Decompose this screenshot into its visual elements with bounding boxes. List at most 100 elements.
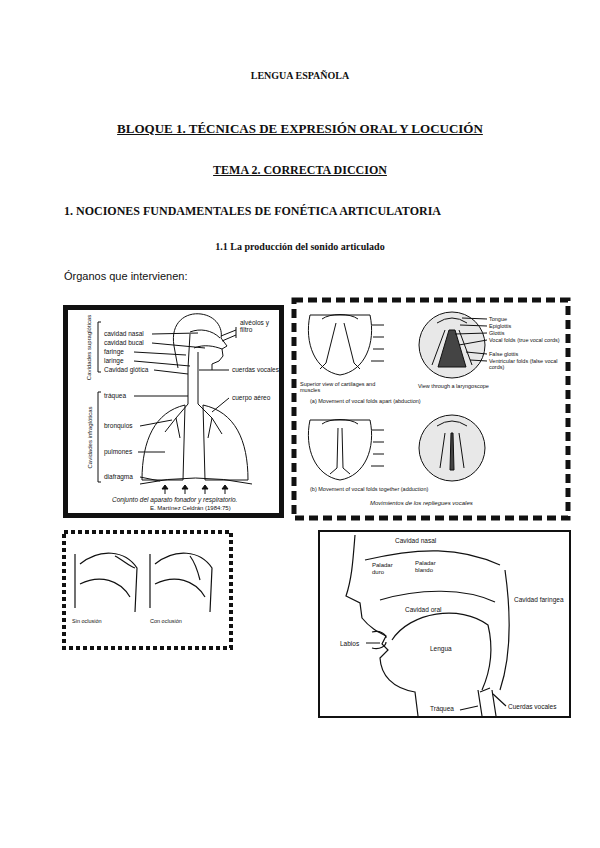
respiratory-figure-part [162,485,228,489]
velum-figure-part [64,532,231,648]
figure-label: False glottis [489,351,563,357]
figure-label: Labios [340,640,359,647]
respiratory-figure-part [190,330,220,338]
velum-figure [64,532,231,648]
vocal-folds-figure-part-part [437,318,467,323]
velum-figure-part-part [155,579,205,597]
vocal-folds-figure-part [308,315,384,376]
velum-figure-part-part [155,553,212,612]
figure-label: Glottis [489,330,563,336]
vocal-folds-figure-part-part [320,323,360,369]
figure-label: Cavidad oral [405,606,442,613]
vocal-folds-figure-part [308,420,384,481]
figure-label: tráquea [104,392,126,399]
vocal-folds-figure-part-part [322,315,358,320]
figure-label: Paladar duro [372,562,400,576]
figure-label: cavidad bucal [104,339,144,346]
figure-caption: View through a laryngoscope [418,383,489,389]
velum-figure-part-part [74,554,75,608]
vocal-tract-figure-part [366,643,506,710]
velum-figure-part-part [149,554,150,608]
figure-label: Ventricular folds (false vocal cords) [489,358,563,371]
vocal-tract-figure [319,531,570,717]
vocal-folds-figure-part [455,318,487,361]
topic-heading: TEMA 2. CORRECTA DICCION [0,164,600,178]
figure-label: Sin oclusión [72,618,112,624]
figure-caption: Movimientos de los repliegues vocales [370,500,473,507]
respiratory-figure-part [98,392,101,482]
body-text: Órganos que intervienen: [64,270,188,283]
vocal-folds-figure-part-part [419,415,485,481]
respiratory-figure-part [142,405,185,480]
figure-label: Epiglottis [489,323,563,329]
vocal-tract-figure-part [478,688,496,716]
heading-text: 1. NOCIONES FUNDAMENTALES DE FONÉTICA AR… [64,205,441,219]
vocal-tract-figure-part [380,591,495,602]
respiratory-figure-part [165,404,222,438]
source-note: E. Martínez Celdrán (1984:75) [150,505,231,512]
figure-label: cuerdas vocales [232,366,279,373]
figure-label: Vocal folds (true vocal cords) [489,337,563,343]
figure-label: Con oclusión [150,618,190,624]
velum-figure-part [150,553,212,612]
vocal-tract-figure-part [372,631,386,648]
respiratory-figure-part [165,488,225,494]
respiratory-figure-part [188,368,198,404]
vocal-folds-figure-part-part [322,420,358,425]
vocal-folds-figure-part [419,312,485,378]
vocal-folds-figure-part-part [432,330,472,365]
figure-caption: (a) Movement of vocal folds apart (abduc… [310,398,421,404]
figure-label: faringe [104,348,124,355]
figure-label: Cavidad glótica [104,366,148,373]
respiratory-figure-part [188,334,198,368]
vocal-folds-figure-part-part [437,421,467,426]
vocal-folds-figure-part-part [438,330,466,367]
figure-label: Cuerdas vocales [508,703,556,710]
figure-caption: Superior view of cartilages and muscles [300,381,382,394]
respiratory-figure-part [134,396,188,481]
page-header: LENGUA ESPAÑOLA [0,70,600,82]
vocal-folds-figure-part-part [450,433,454,470]
respiratory-figure-part [140,478,252,484]
figure-label: Tráquea [430,705,454,712]
vocal-tract-figure-part [392,613,491,690]
figure-label: diafragma [104,473,133,480]
figure-label: bronquios [104,422,133,429]
vocal-folds-figure-part-part [308,420,371,480]
respiratory-figure-part [173,314,227,370]
vocal-tract-figure-part [500,570,509,690]
respiratory-figure-part [199,370,229,412]
figure-caption: Conjunto del aparato fonador y respirato… [112,496,237,503]
velum-figure-part [75,553,137,612]
figure-label: alvéolos y filtro [240,319,280,334]
vocal-folds-figure-part-part [330,428,350,474]
bracket-label: Cavidades infraglóticas [87,406,94,468]
respiratory-figure [66,308,282,516]
velum-figure-part-part [190,556,200,580]
respiratory-figure-part [221,327,236,341]
vocal-folds-figure-part-part [371,325,384,361]
vocal-folds-figure [294,300,568,518]
block-heading: BLOQUE 1. TÉCNICAS DE EXPRESIÓN ORAL Y L… [0,122,600,137]
vocal-folds-figure-part [294,300,568,518]
vocal-folds-figure-part-part [419,312,485,378]
vocal-tract-figure-part [319,531,570,717]
figure-label: Cavidad faríngea [514,596,564,603]
figure-label: Paladar blando [415,560,449,574]
respiratory-figure-part [66,308,282,516]
vocal-folds-figure-part-part [308,315,371,375]
respiratory-figure-part [98,322,101,372]
figure-label: cuerpo aéreo [232,394,270,401]
velum-figure-part-part [115,556,135,568]
velum-figure-part-part [80,579,130,597]
figure-label: Lengua [430,645,452,652]
vocal-folds-figure-part-part [371,430,384,466]
figure-label: Cavidad nasal [395,537,436,544]
figure-label: Tongue [489,316,563,322]
bracket-label: Cavidades supraglóticas [87,314,94,379]
vocal-folds-figure-part-part [440,433,464,468]
figure-label: pulmones [104,448,132,455]
vocal-folds-figure-part [419,415,485,481]
velum-figure-part-part [80,553,137,612]
